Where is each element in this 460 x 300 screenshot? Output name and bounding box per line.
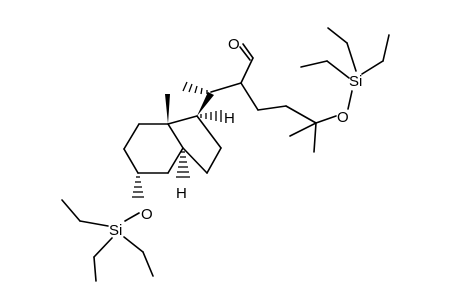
cyclohexane-ring [123,123,184,174]
junction-h-hash [176,151,190,178]
bottom-triethyl-groups [61,199,154,282]
c8-o-hash [132,176,144,198]
top-silicon-label: Si [349,73,362,90]
o-si-bond-top [347,90,353,110]
aldehyde-double-bond [239,46,251,61]
c20-wedge [197,92,214,116]
side-chain [210,43,337,153]
c21-methyl-hash [182,81,208,95]
top-ether-oxygen-label: O [337,109,349,126]
aldehyde-oxygen-label: O [228,36,240,53]
ring-junction-h-label: H [176,185,187,202]
angular-methyl-wedge [165,94,170,124]
c17-h-label: H [224,110,235,127]
cyclopentane-ring [167,115,222,174]
c17-h-hash [200,110,222,122]
top-triethyl-groups [300,27,390,79]
bottom-ether-oxygen-label: O [141,206,153,223]
o-si-bond-bottom [124,212,140,222]
bottom-silicon-label: Si [109,222,122,239]
